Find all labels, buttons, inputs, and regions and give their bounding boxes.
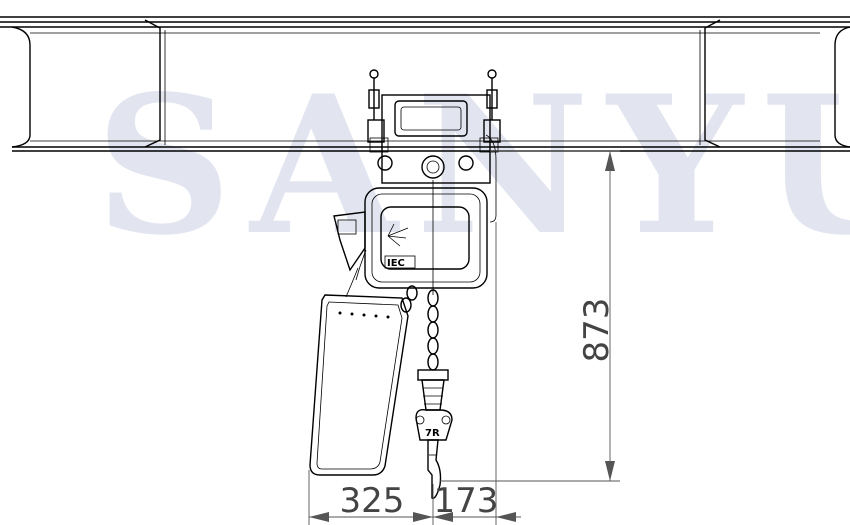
hook-block-mark: 7R [425,428,440,439]
height-dimension-label: 873 [577,298,617,363]
pendant-button [386,315,390,319]
height-dimension: 873 [440,150,620,482]
pendant-control [309,249,409,476]
offset-dimensions: 325 173 [308,222,521,525]
pendant-button [338,311,342,315]
load-chain [400,180,439,371]
pendant-button [362,313,366,317]
trolley [367,69,501,223]
hook-block: 7R [415,369,453,499]
right-offset-label: 173 [434,481,499,521]
i-beam [0,16,850,152]
pendant-button [350,312,354,316]
warning-mark: IEC [387,258,405,269]
hoist-body: IEC [333,187,488,289]
left-offset-label: 325 [340,481,405,521]
pendant-button [374,314,378,318]
